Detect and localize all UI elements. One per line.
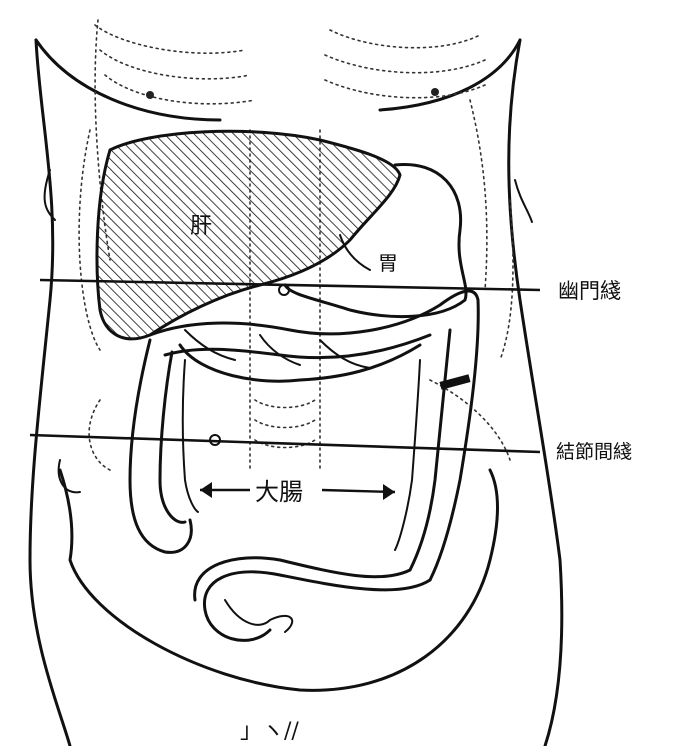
figure-number: 」ヽ// — [240, 719, 299, 744]
sigmoid-colon — [195, 558, 430, 641]
stomach-label: 胃 — [378, 251, 398, 275]
navel-line-label: 結節間綫 — [556, 441, 632, 463]
large-intestine-label: 大腸 — [255, 478, 303, 506]
navel-line — [30, 435, 540, 452]
ascending-colon — [130, 340, 198, 552]
pylorus-line-label: 幽門綫 — [558, 279, 621, 303]
liver — [97, 131, 400, 339]
liver-label: 肝 — [190, 214, 212, 239]
